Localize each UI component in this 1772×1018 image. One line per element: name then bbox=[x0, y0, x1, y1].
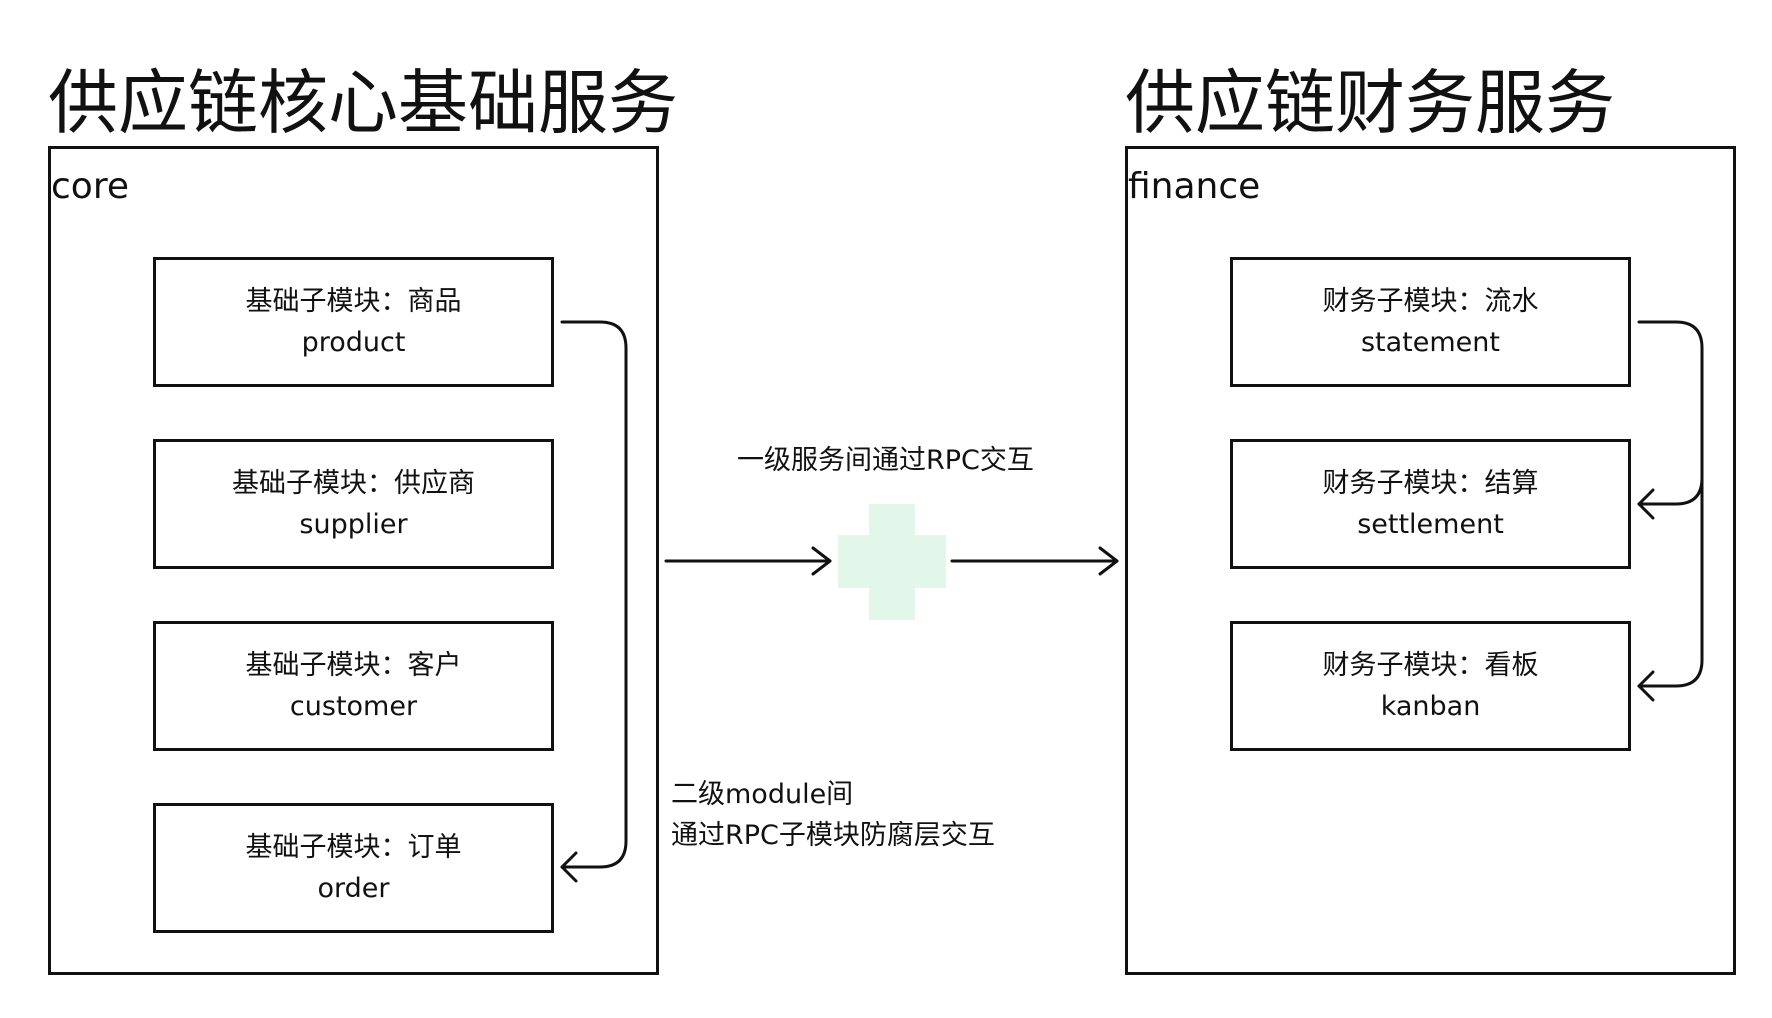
core-service-title: 供应链核心基础服务 bbox=[48, 62, 678, 144]
module-rpc-note-line1: 二级module间 bbox=[671, 779, 854, 810]
module-product-title: 基础子模块：商品 bbox=[245, 286, 462, 317]
module-supplier-subtitle: supplier bbox=[299, 509, 408, 540]
core-service-container: core bbox=[48, 146, 659, 975]
module-rpc-note-line2: 通过RPC子模块防腐层交互 bbox=[671, 820, 995, 851]
module-customer-subtitle: customer bbox=[289, 691, 418, 722]
module-customer-title: 基础子模块：客户 bbox=[245, 650, 462, 681]
module-statement: 财务子模块：流水 statement bbox=[1230, 257, 1631, 387]
module-order-subtitle: order bbox=[317, 873, 390, 904]
module-supplier-title: 基础子模块：供应商 bbox=[232, 468, 475, 499]
module-kanban-subtitle: kanban bbox=[1380, 691, 1481, 722]
module-supplier: 基础子模块：供应商 supplier bbox=[153, 439, 554, 569]
module-statement-title: 财务子模块：流水 bbox=[1322, 286, 1539, 317]
module-order: 基础子模块：订单 order bbox=[153, 803, 554, 933]
rpc-to-finance-arrow bbox=[950, 546, 1119, 576]
module-product-subtitle: product bbox=[301, 327, 406, 358]
module-settlement-subtitle: settlement bbox=[1357, 509, 1504, 540]
module-settlement: 财务子模块：结算 settlement bbox=[1230, 439, 1631, 569]
module-customer: 基础子模块：客户 customer bbox=[153, 621, 554, 751]
module-statement-subtitle: statement bbox=[1360, 327, 1500, 358]
finance-service-label: finance bbox=[1128, 166, 1261, 207]
core-service-label: core bbox=[51, 166, 129, 207]
finance-service-title: 供应链财务服务 bbox=[1125, 62, 1615, 144]
module-kanban: 财务子模块：看板 kanban bbox=[1230, 621, 1631, 751]
module-settlement-title: 财务子模块：结算 bbox=[1322, 468, 1539, 499]
module-order-title: 基础子模块：订单 bbox=[245, 832, 462, 863]
module-product: 基础子模块：商品 product bbox=[153, 257, 554, 387]
plus-icon bbox=[838, 504, 946, 620]
rpc-between-services-note: 一级服务间通过RPC交互 bbox=[737, 445, 1034, 476]
module-kanban-title: 财务子模块：看板 bbox=[1322, 650, 1539, 681]
finance-service-container: finance bbox=[1125, 146, 1736, 975]
core-to-rpc-arrow bbox=[664, 546, 832, 576]
